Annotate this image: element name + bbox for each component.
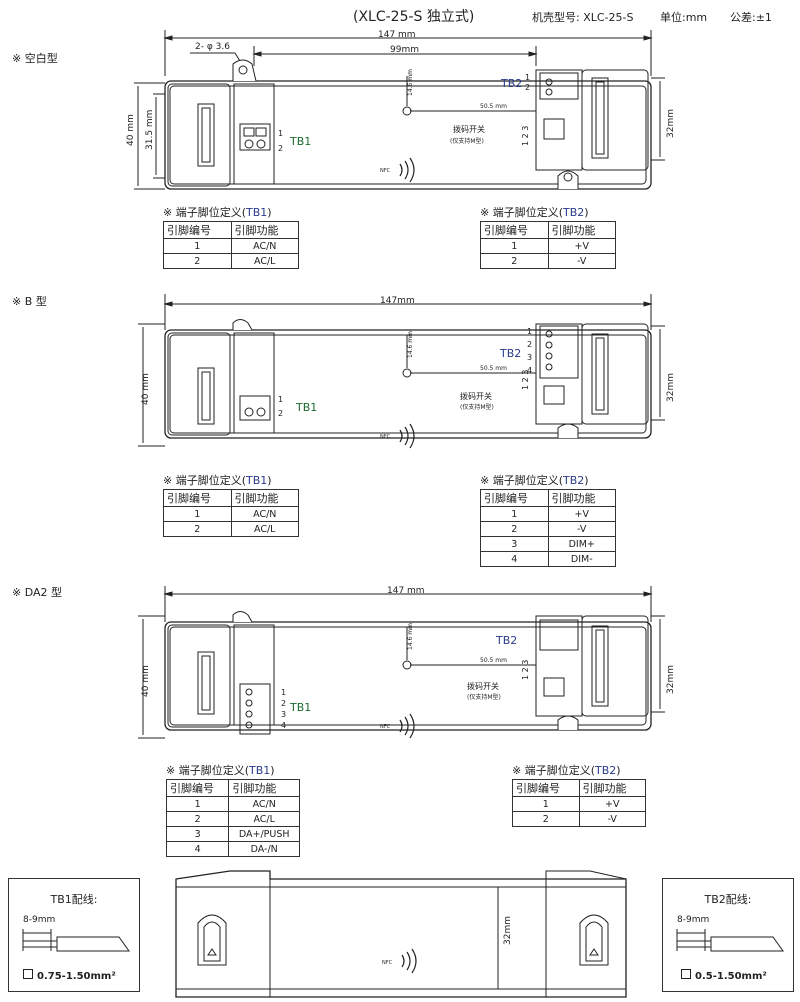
dim-length: 147mm — [380, 296, 415, 306]
nfc-label: NFC — [380, 724, 391, 730]
tb1-wiring-title: TB1配线: — [50, 893, 98, 906]
dim-v-offset: 14.6 mm — [407, 623, 414, 650]
tb2-pin-4: 4 — [527, 366, 532, 375]
table1-caption: ※ 端子脚位定义(TB1) — [163, 474, 272, 487]
dim-length: 147 mm — [387, 586, 425, 596]
dip-label: 拨码开关 — [460, 391, 492, 401]
section-label-da2: ※ DA2 型 — [12, 586, 63, 599]
dim-pcb: 32mm — [666, 109, 676, 138]
tb1-pin-2: 2 — [281, 699, 286, 708]
tb2-wiring-box: TB2配线: 8-9mm 0.5-1.50mm² — [662, 878, 794, 992]
tb1-wiring-box: TB1配线: 8-9mm 0.75-1.50mm² — [8, 878, 140, 992]
dip-note: (仅支持M型) — [467, 693, 501, 701]
nfc-label: NFC — [380, 434, 391, 440]
tb2-pin-1: 1 — [527, 327, 532, 336]
dip-numbers: 1 2 3 — [521, 370, 530, 390]
dip-note: (仅支持M型) — [460, 403, 494, 411]
dim-height: 40 mm — [126, 114, 136, 146]
tb1-label: TB1 — [289, 135, 311, 148]
table2-caption: ※ 端子脚位定义(TB2) — [480, 206, 589, 219]
tb1-pin-1: 1 — [281, 688, 286, 697]
drawing-blank-type: 147 mm 99mm 2- φ 3.6 40 mm 31.5 mm 32mm … — [126, 30, 676, 190]
drawing-da2-type: 147 mm 40 mm 32mm 14.6 mm 50.5 mm TB1 1 … — [138, 586, 676, 739]
dim-v-offset: 14.6 mm — [407, 69, 414, 96]
tb1-wire-spec: 0.75-1.50mm² — [23, 969, 116, 982]
table2-caption: ※ 端子脚位定义(TB2) — [480, 474, 589, 487]
dim-h-offset: 50.5 mm — [480, 365, 507, 372]
tb1-pin-1: 1 — [278, 395, 283, 404]
tb2-label: TB2 — [495, 634, 517, 647]
drawing-b-type: 147mm 40 mm 32mm 14.6 mm 50.5 mm TB1 1 2… — [138, 294, 676, 449]
dip-numbers: 1 2 3 — [521, 126, 530, 146]
side-view-drawing: 32mm NFC — [175, 870, 627, 998]
side-nfc-label: NFC — [382, 960, 393, 966]
tb2-pin-table: 引脚编号引脚功能 1+V 2-V — [480, 221, 616, 269]
tb1-pin-2: 2 — [278, 144, 283, 153]
dip-note: (仅支持M型) — [450, 137, 484, 145]
tb1-pin-1: 1 — [278, 129, 283, 138]
unit-label: 单位:mm — [660, 11, 708, 24]
tb2-wire-icon — [676, 929, 784, 952]
section-label-b: ※ B 型 — [12, 295, 47, 308]
tb2-wiring-title: TB2配线: — [704, 893, 752, 906]
tolerance-label: 公差:±1 — [730, 11, 772, 24]
dim-v-offset: 14.6 mm — [407, 331, 414, 358]
dim-pcb: 32mm — [666, 373, 676, 402]
tb2-pin-3: 3 — [527, 353, 532, 362]
tb1-pin-4: 4 — [281, 721, 286, 730]
table2-caption: ※ 端子脚位定义(TB2) — [512, 764, 621, 777]
tb2-label: TB2 — [500, 77, 522, 90]
tb1-wire-icon — [22, 929, 130, 952]
table1-caption: ※ 端子脚位定义(TB1) — [163, 206, 272, 219]
dip-label: 拨码开关 — [467, 681, 499, 691]
dim-height: 40 mm — [141, 665, 151, 697]
dim-hole: 2- φ 3.6 — [195, 42, 230, 52]
page-title: (XLC-25-S 独立式) — [353, 9, 475, 25]
dip-label: 拨码开关 — [453, 124, 485, 134]
tb2-pin-1: 1 — [525, 73, 530, 82]
dim-inner: 99mm — [390, 45, 419, 55]
tb1-strip-length: 8-9mm — [23, 915, 56, 925]
tb2-wire-spec: 0.5-1.50mm² — [681, 969, 767, 982]
dim-pcb: 32mm — [666, 665, 676, 694]
section-label-blank: ※ 空白型 — [12, 52, 58, 65]
dim-height: 40 mm — [141, 373, 151, 405]
table1-caption: ※ 端子脚位定义(TB1) — [166, 764, 275, 777]
dim-h-offset: 50.5 mm — [480, 657, 507, 664]
tb2-pin-2: 2 — [525, 83, 530, 92]
tb1-pin-2: 2 — [278, 409, 283, 418]
tb2-strip-length: 8-9mm — [677, 915, 710, 925]
nfc-label: NFC — [380, 168, 391, 174]
tb1-label: TB1 — [289, 701, 311, 714]
dim-h-offset: 50.5 mm — [480, 103, 507, 110]
model-number: 机壳型号: XLC-25-S — [532, 11, 634, 24]
dim-length: 147 mm — [378, 30, 416, 40]
dim-height-inner: 31.5 mm — [145, 110, 155, 150]
tb1-label: TB1 — [295, 401, 317, 414]
tb2-pin-table: 引脚编号引脚功能 1+V 2-V — [512, 779, 646, 827]
tb2-pin-2: 2 — [527, 340, 532, 349]
dip-numbers: 1 2 3 — [521, 660, 530, 680]
side-height-label: 32mm — [503, 916, 513, 945]
tb1-pin-3: 3 — [281, 710, 286, 719]
tb2-label: TB2 — [499, 347, 521, 360]
